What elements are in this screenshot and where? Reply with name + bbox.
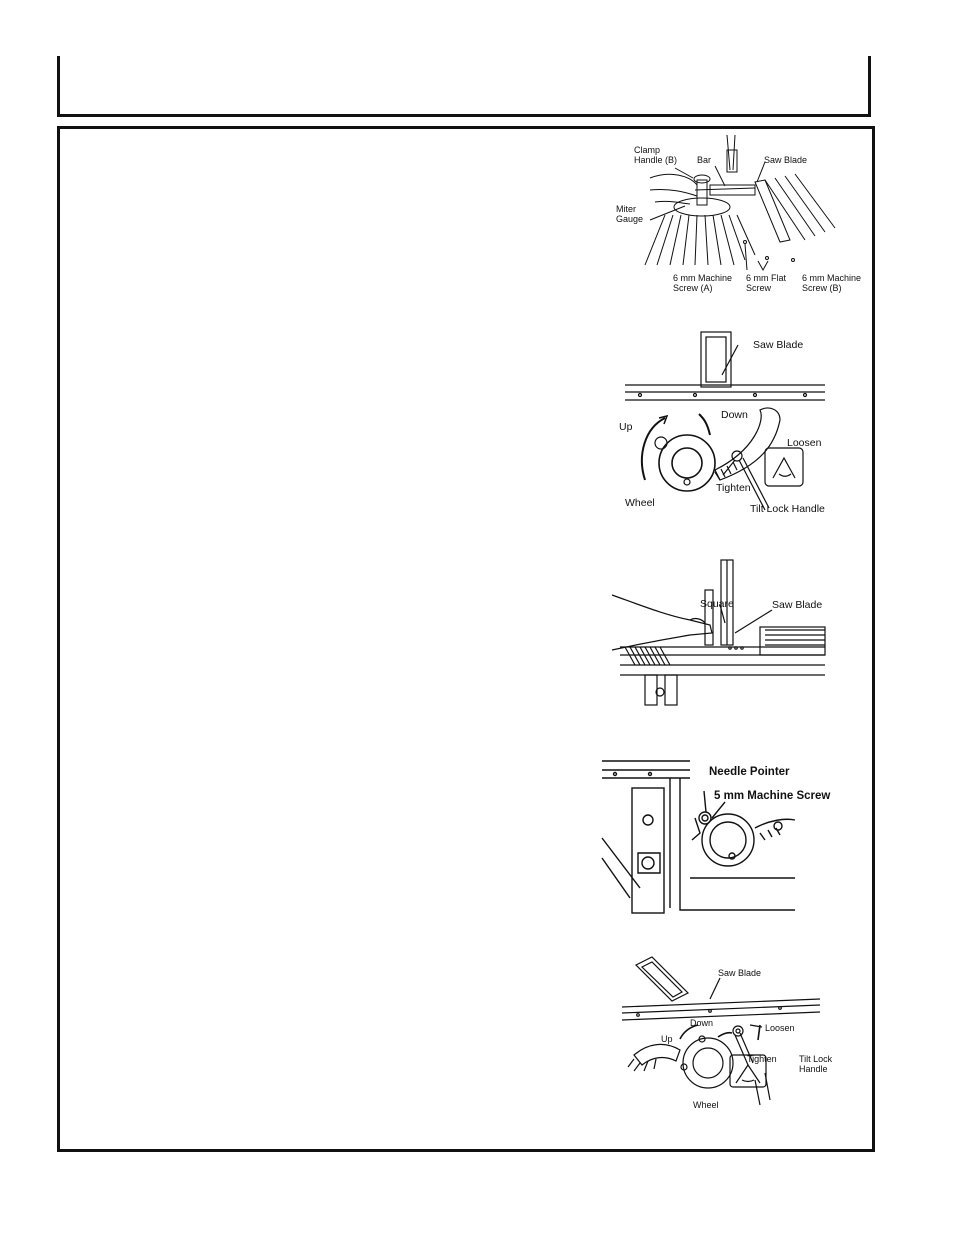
label-tighten: Tighten [747, 1054, 777, 1064]
needle-pointer-illustration [601, 760, 796, 914]
label-loosen: Loosen [787, 437, 822, 449]
label-saw-blade: Saw Blade [753, 339, 804, 351]
label-saw-blade: Saw Blade [772, 599, 823, 611]
miter-gauge-illustration [644, 134, 836, 272]
label-machine-screw: 5 mm Machine Screw [714, 790, 831, 802]
label-wheel: Wheel [625, 497, 655, 509]
label-miter-gauge: Miter Gauge [616, 204, 644, 224]
blade-tilt-illustration [625, 331, 825, 511]
label-clamp-handle: Clamp Handle (B) [634, 145, 678, 165]
label-bar: Bar [697, 155, 712, 165]
label-up: Up [619, 421, 633, 433]
figure-blade-tilt: Saw Blade Down Up Loosen Tighten Wheel T… [615, 330, 835, 520]
label-tighten: Tighten [716, 482, 751, 494]
figure-blade-tilt-45: Saw Blade Down Up Loosen Tighten Tilt Lo… [620, 955, 845, 1115]
label-up: Up [661, 1034, 673, 1044]
figure-miter-gauge-alignment: Clamp Handle (B) Bar Saw Blade Miter Gau… [615, 130, 865, 295]
label-saw-blade: Saw Blade [718, 968, 762, 978]
blade-tilt-45-illustration [621, 956, 821, 1106]
label-screw-b: 6 mm Machine Screw (B) [802, 273, 862, 293]
label-loosen: Loosen [765, 1023, 795, 1033]
label-screw-a: 6 mm Machine Screw (A) [673, 273, 733, 293]
label-tilt-lock-handle: Tilt Lock Handle [750, 503, 825, 515]
figure-square-check: Square Saw Blade [610, 555, 830, 710]
label-flat-screw: 6 mm Flat Screw [746, 273, 787, 293]
label-down: Down [721, 409, 748, 421]
content-box [57, 126, 875, 1152]
label-saw-blade: Saw Blade [764, 155, 808, 165]
figure-needle-pointer: Needle Pointer 5 mm Machine Screw [600, 758, 855, 914]
label-down: Down [690, 1018, 714, 1028]
label-tilt-lock-handle: Tilt Lock Handle [799, 1054, 833, 1074]
page-header-box [57, 56, 871, 117]
square-check-illustration [611, 559, 826, 706]
label-needle-pointer: Needle Pointer [709, 766, 790, 778]
label-square: Square [700, 598, 734, 610]
label-wheel: Wheel [693, 1100, 719, 1110]
